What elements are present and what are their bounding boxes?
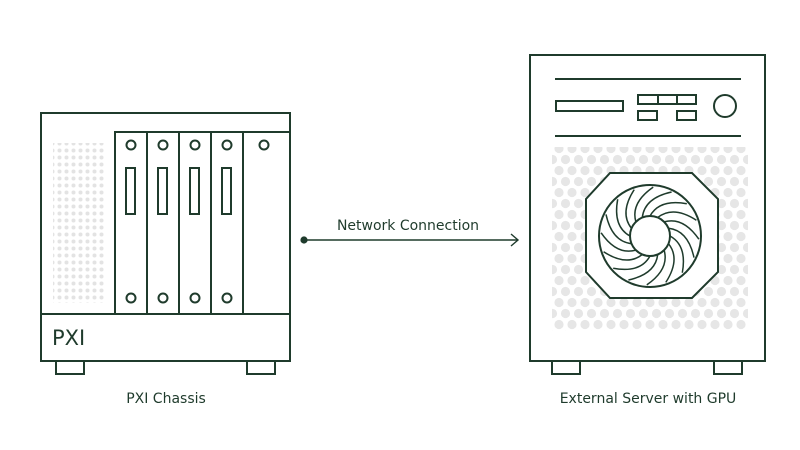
chassis-slots <box>114 131 291 315</box>
fan-blade <box>665 243 675 283</box>
server-body <box>529 54 766 362</box>
slot-screw-icon <box>189 292 201 304</box>
control-button <box>637 94 659 105</box>
fan-blade <box>628 254 659 281</box>
slot-screw-icon <box>258 139 270 151</box>
fan-blade <box>600 232 637 252</box>
fan-blades <box>600 186 700 286</box>
fan-blade <box>646 249 666 286</box>
module-slot <box>114 131 148 315</box>
fan-blade <box>603 251 643 261</box>
fan-blade <box>613 255 651 271</box>
pxi-chassis <box>40 112 291 375</box>
arrow-head-icon <box>510 233 520 247</box>
slot-screw-icon <box>221 139 233 151</box>
slot-screw-icon <box>189 139 201 151</box>
module-slot <box>178 131 212 315</box>
module-slot <box>210 131 244 315</box>
chassis-dot-panel <box>53 143 105 303</box>
module-slot <box>146 131 180 315</box>
chassis-foot-right <box>246 360 276 375</box>
fan-blade <box>634 186 654 223</box>
fan-blade <box>663 220 700 240</box>
slot-connector-icon <box>125 167 136 215</box>
fan-blade <box>669 235 685 273</box>
slot-screw-icon <box>125 292 137 304</box>
fan-blade <box>668 227 695 258</box>
fan-blade <box>605 214 632 245</box>
fan-blade <box>615 199 631 237</box>
slot-connector-icon <box>221 167 232 215</box>
connection-label: Network Connection <box>337 218 479 234</box>
fan-blade <box>657 211 697 221</box>
control-buttons <box>637 94 697 121</box>
server-foot-right <box>713 360 743 375</box>
slot-screw-icon <box>157 139 169 151</box>
chassis-caption: PXI Chassis <box>126 391 206 407</box>
chassis-brand-label: PXI <box>52 326 85 350</box>
drive-bay <box>555 100 624 112</box>
control-button <box>676 110 697 121</box>
control-button <box>637 110 658 121</box>
control-button <box>676 94 697 105</box>
network-connection <box>300 233 520 247</box>
chassis-foot-left <box>55 360 85 375</box>
slot-screw-icon <box>157 292 169 304</box>
fan-blade <box>641 191 672 218</box>
power-button-icon <box>713 94 737 118</box>
gpu-fan-icon <box>585 172 719 299</box>
fan-blade <box>625 189 635 229</box>
slot-screw-icon <box>125 139 137 151</box>
control-button <box>657 94 678 105</box>
fan-hub <box>629 215 671 257</box>
external-server <box>529 54 766 375</box>
server-caption: External Server with GPU <box>560 391 737 407</box>
fan-blade <box>649 201 687 217</box>
slot-screw-icon <box>221 292 233 304</box>
server-foot-left <box>551 360 581 375</box>
controller-slot <box>242 131 291 315</box>
slot-connector-icon <box>157 167 168 215</box>
slot-connector-icon <box>189 167 200 215</box>
